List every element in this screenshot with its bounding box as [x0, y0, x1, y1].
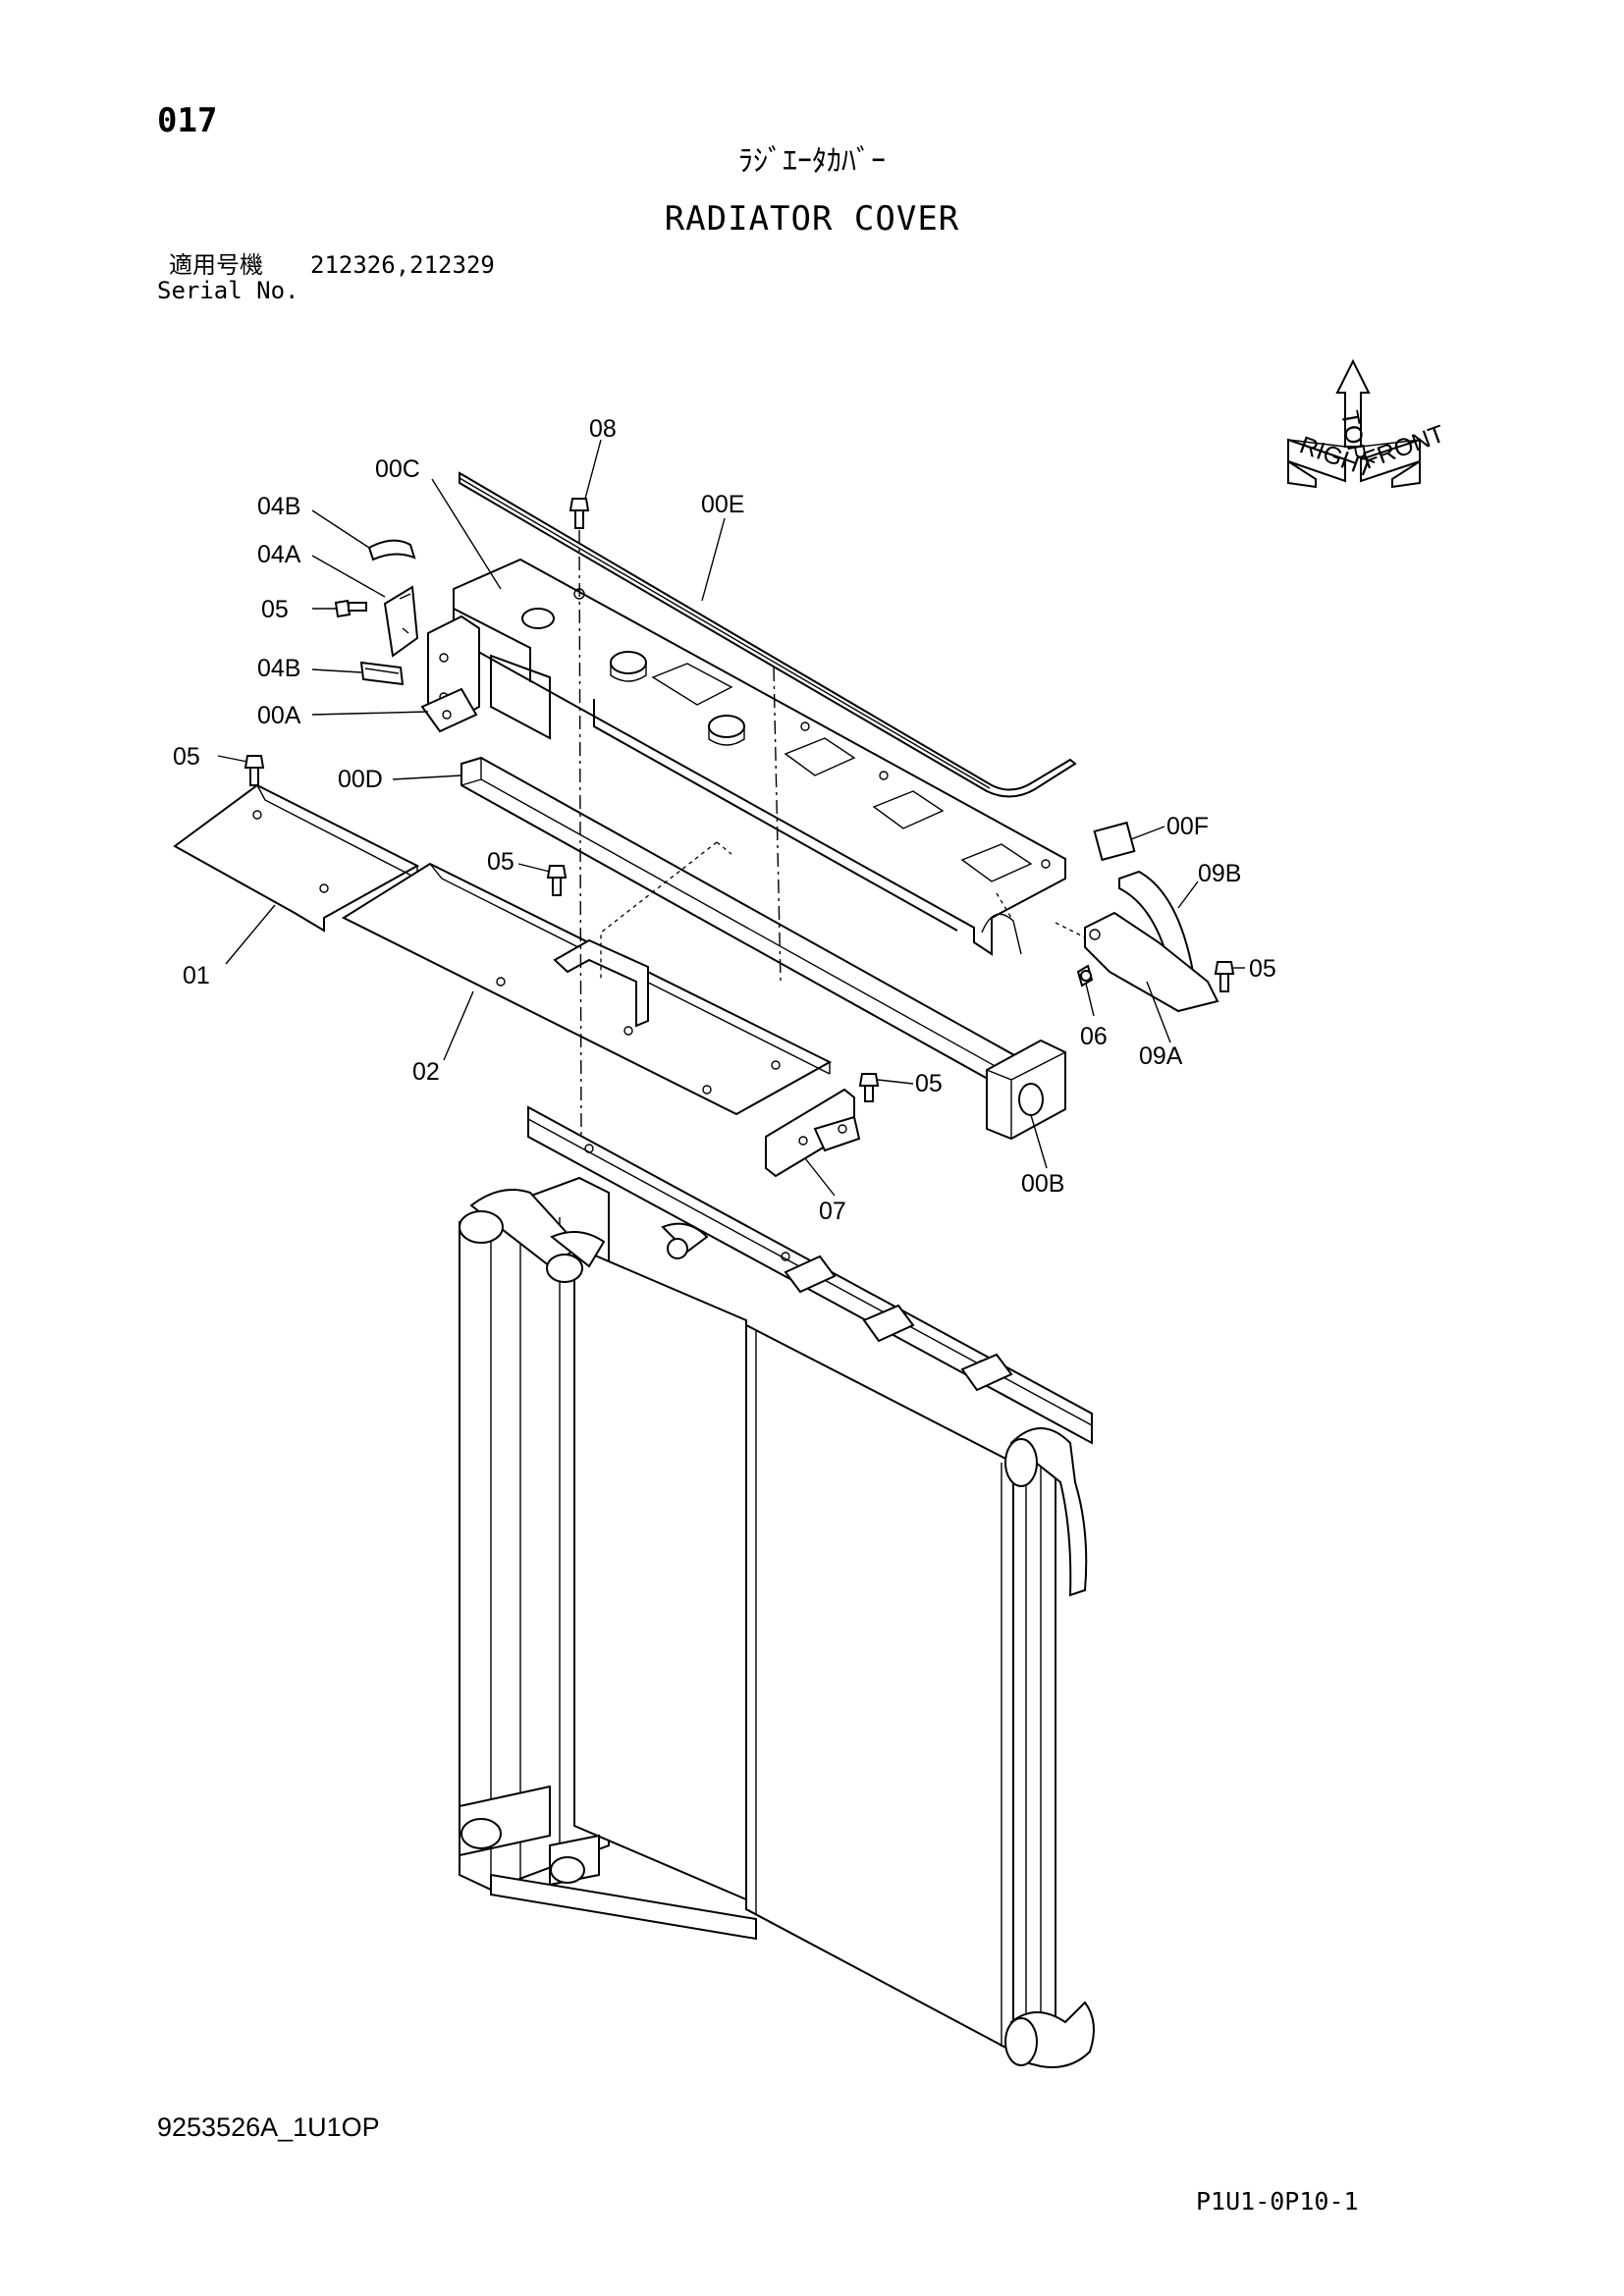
callout-05-d: 05: [1249, 955, 1276, 983]
leader-lines: [217, 439, 1245, 1197]
title-japanese: ﾗｼﾞｴｰﾀｶﾊﾞｰ: [738, 144, 886, 179]
bolt-05-c: [546, 865, 568, 896]
part-end-block-00B: [986, 1039, 1066, 1141]
part-right-bracket-group: [1076, 821, 1219, 1013]
sheet-code: P1U1-0P10-1: [1196, 2187, 1359, 2216]
callout-05-b: 05: [173, 743, 200, 771]
radiator-assembly: [459, 1105, 1095, 2068]
bolt-08: [568, 498, 590, 529]
part-lower-plate-02: [341, 862, 833, 1116]
page-title: RADIATOR COVER: [664, 199, 960, 239]
part-small-bracket-07: [765, 1088, 861, 1178]
callout-labels: 08 00C 00E 04B 04A 05 04B 00A 05 00D 05 …: [173, 415, 1276, 1225]
callout-08: 08: [589, 415, 617, 443]
serial-label-japanese: 適用号機: [169, 251, 263, 279]
callout-01: 01: [183, 962, 210, 989]
part-clip-04B-top: [367, 539, 416, 561]
callout-00F: 00F: [1166, 813, 1209, 840]
bolt-05-e: [858, 1073, 880, 1102]
callout-04B-bottom: 04B: [257, 655, 300, 682]
serial-label: Serial No.: [157, 277, 299, 304]
serial-numbers: 212326,212329: [310, 251, 495, 279]
callout-00A: 00A: [257, 702, 301, 729]
callout-05-e: 05: [915, 1070, 943, 1097]
callout-05-c: 05: [487, 848, 514, 876]
callout-04A: 04A: [257, 541, 301, 568]
part-seal-strip-00E: [459, 471, 1077, 798]
orientation-badge: TOP RIGHT FRONT: [1287, 358, 1448, 489]
callout-05-a: 05: [261, 596, 289, 623]
callout-00E: 00E: [701, 491, 744, 518]
page-number: 017: [157, 101, 218, 140]
callout-07: 07: [819, 1198, 846, 1225]
callout-00B: 00B: [1021, 1170, 1064, 1198]
part-upper-cover-00C: [420, 558, 1066, 956]
callout-09B: 09B: [1198, 860, 1241, 887]
bolt-05-d: [1214, 961, 1235, 992]
alignment-lines: [578, 529, 1086, 1140]
drawing-code: 9253526A_1U1OP: [157, 2112, 380, 2142]
callout-02: 02: [412, 1058, 440, 1086]
callout-09A: 09A: [1139, 1042, 1183, 1070]
part-rail-04B-bottom: [359, 661, 405, 686]
bolt-05-a: [334, 599, 367, 618]
part-bracket-04A: [383, 585, 419, 658]
bolt-05-b: [244, 755, 265, 786]
callout-00C: 00C: [375, 455, 420, 483]
callout-00D: 00D: [338, 766, 383, 793]
callout-04B-top: 04B: [257, 493, 300, 520]
fasteners: [244, 498, 1235, 1102]
callout-06: 06: [1080, 1023, 1108, 1050]
